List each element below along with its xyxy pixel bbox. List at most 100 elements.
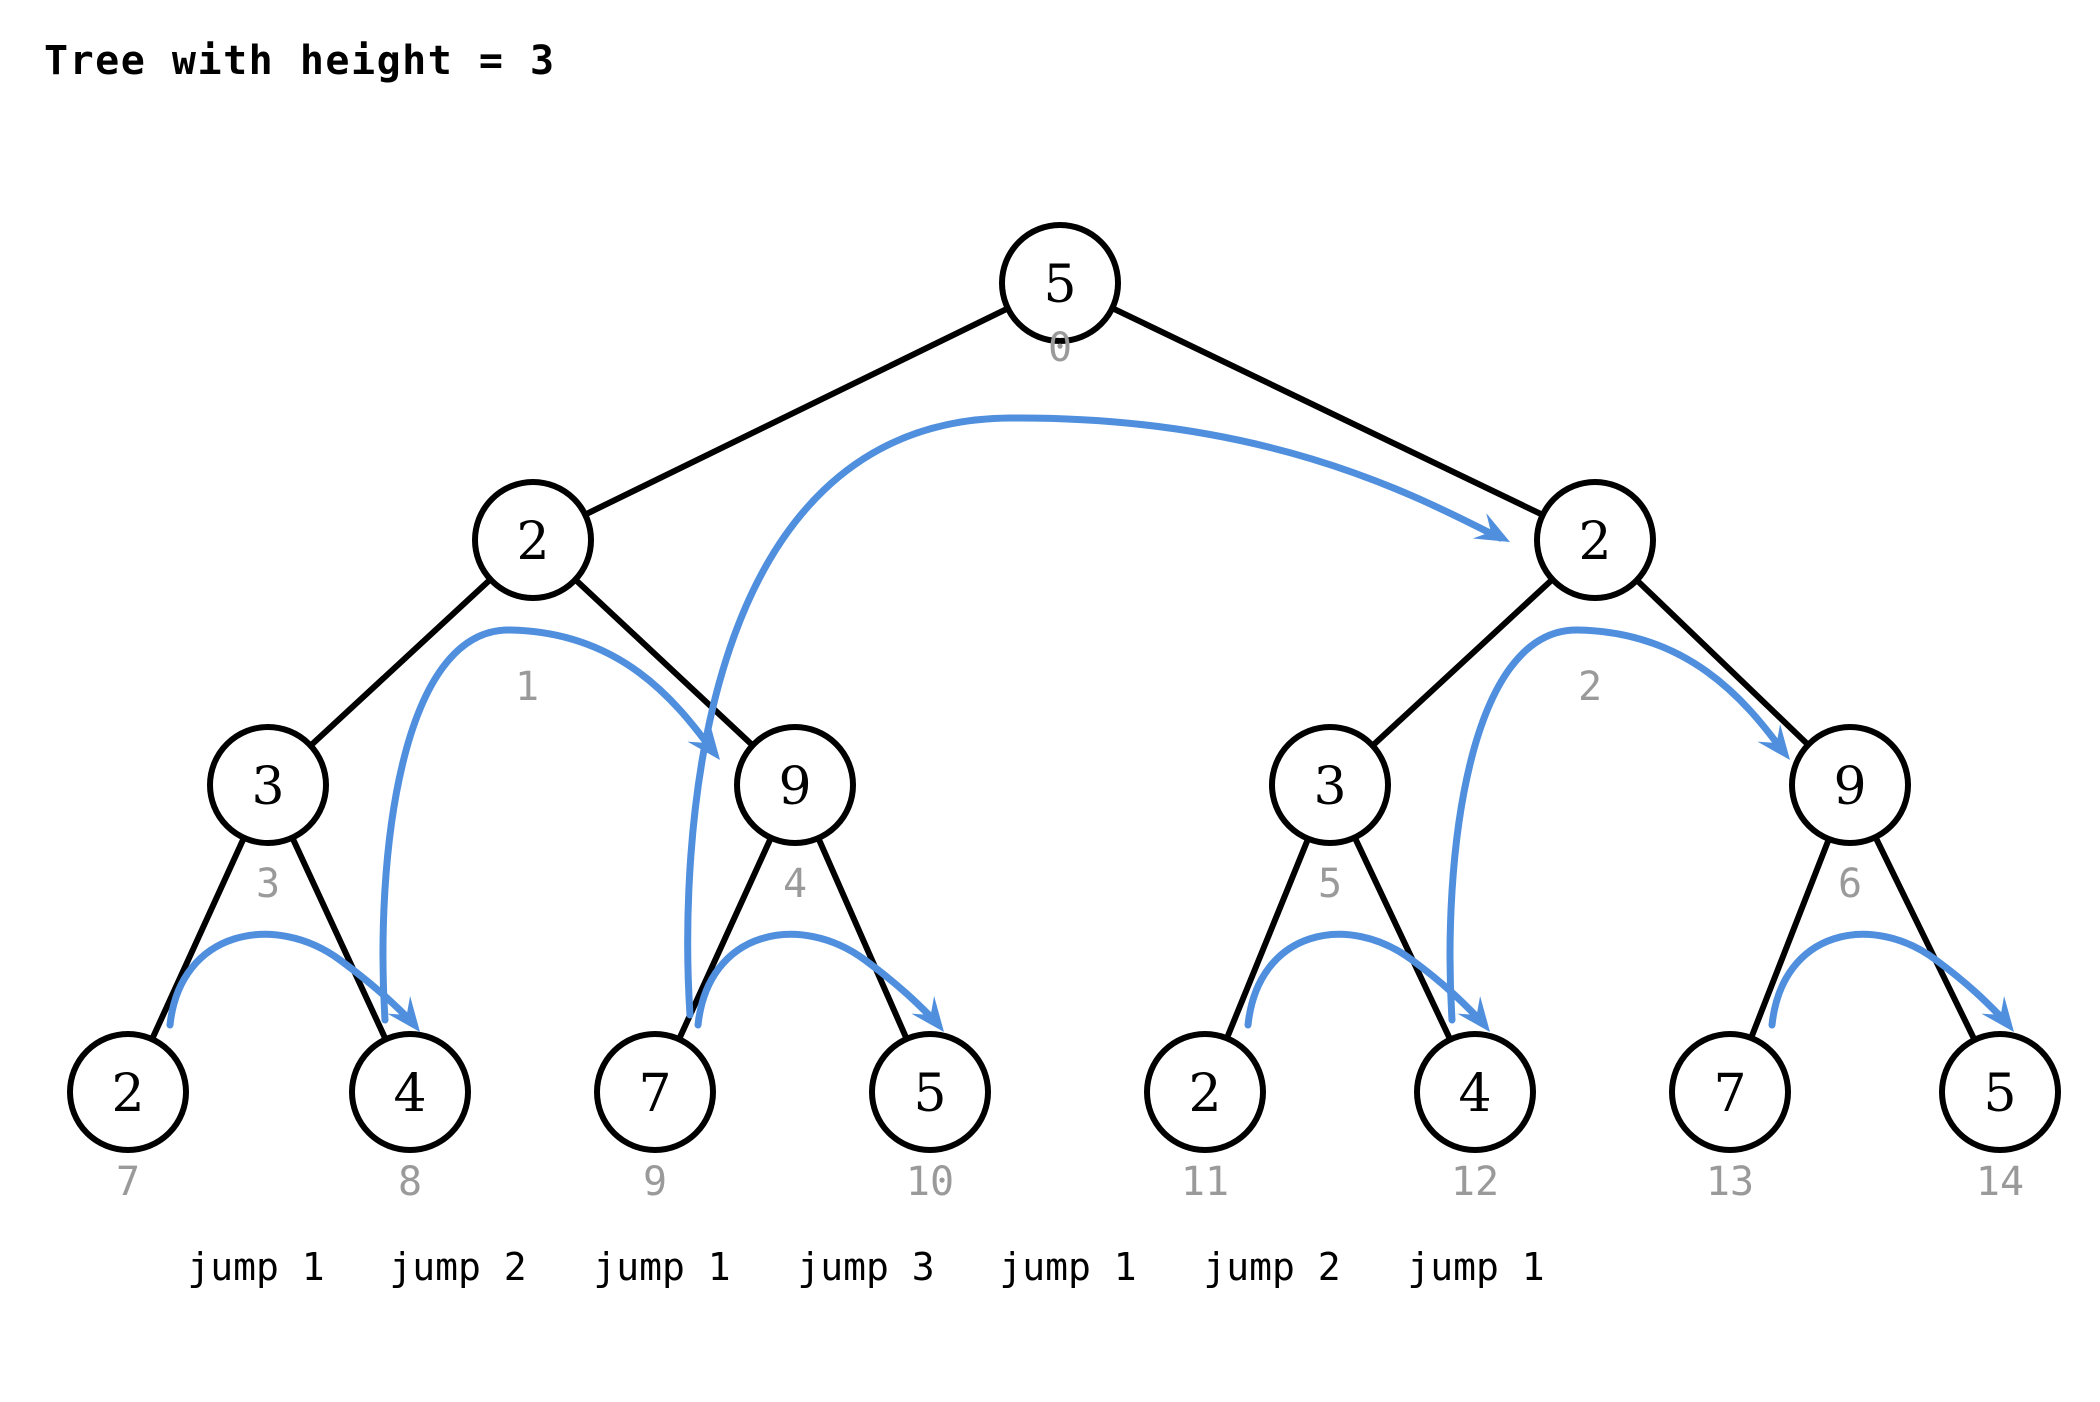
tree-edge [288,833,390,1044]
tree-node[interactable]: 5 [869,1031,991,1153]
node-value-label: 5 [913,1064,946,1124]
node-value-label: 9 [778,757,811,817]
jump-label: jump 2 [1203,1245,1340,1289]
node-index-label: 11 [1181,1159,1229,1205]
tree-edge [1368,575,1557,750]
tree-node[interactable]: 4 [349,1031,471,1153]
jump-arrow-curve [1446,626,1786,1024]
node-circle [1789,724,1911,846]
node-circle [999,222,1121,344]
tree-edge [675,833,775,1044]
node-circle [472,479,594,601]
node-value-label: 4 [1458,1064,1491,1124]
node-circle [349,1031,471,1153]
jump-arrow-head [1757,723,1790,760]
node-circle [1269,724,1391,846]
node-index-label: 5 [1318,861,1342,907]
tree-edge [1223,834,1312,1043]
tree-edge [1633,576,1812,749]
jump-labels-layer: jump 1 jump 2 jump 1 jump 3 jump 1 jump 2 jump… [187,1245,1544,1289]
jump-arrow-head [1981,995,2014,1032]
node-circle [734,724,856,846]
tree-edge [306,575,495,750]
tree-edge [814,834,911,1043]
jump-arrow-head [1472,513,1510,542]
node-index-label: 9 [643,1159,667,1205]
jump-arrow-head [387,995,420,1032]
node-circle [1939,1031,2061,1153]
tree-node[interactable]: 4 [1414,1031,1536,1153]
tree-node[interactable]: 3 [1269,724,1391,846]
node-circle [1534,479,1656,601]
jump-arrow-curve [1244,930,1486,1029]
tree-node[interactable]: 9 [1789,724,1911,846]
node-circle [1669,1031,1791,1153]
tree-node[interactable]: 3 [207,724,329,846]
tree-node[interactable]: 2 [1144,1031,1266,1153]
node-index-label: 12 [1451,1159,1499,1205]
tree-edge [571,575,757,750]
tree-node[interactable]: 2 [472,479,594,601]
tree-edge [1108,304,1547,519]
node-circle [1414,1031,1536,1153]
nodes-layer: 5 2 2 3 9 3 9 2 4 7 5 2 4 7 5 [67,222,2061,1153]
tree-node[interactable]: 5 [999,222,1121,344]
jump-arrow-curve [684,414,1504,1019]
node-index-label: 1 [515,664,539,710]
node-circle [1144,1031,1266,1153]
jump-label: jump 1 [1407,1245,1544,1289]
node-value-label: 9 [1833,757,1866,817]
node-index-label: 7 [116,1159,140,1205]
node-value-label: 2 [1188,1064,1221,1124]
jump-arrow-curve [166,930,416,1029]
node-index-label: 2 [1578,664,1602,710]
tree-node[interactable]: 7 [1669,1031,1791,1153]
node-value-label: 7 [638,1064,671,1124]
tree-node[interactable]: 2 [67,1031,189,1153]
node-value-label: 4 [393,1064,426,1124]
jump-arrow-curve [379,626,716,1024]
jump-label: jump 1 [999,1245,1136,1289]
node-index-label: 4 [783,861,807,907]
jump-label: jump 2 [389,1245,526,1289]
tree-node[interactable]: 2 [1534,479,1656,601]
node-value-label: 3 [251,757,284,817]
jump-arrow-head [1457,995,1490,1032]
page-title: Tree with height = 3 [44,38,556,84]
node-circle [67,1031,189,1153]
jump-label: jump 1 [187,1245,324,1289]
tree-edge [581,304,1012,519]
jump-arrows-layer [166,414,2014,1032]
tree-node[interactable]: 7 [594,1031,716,1153]
tree-edge [1351,833,1454,1044]
jump-arrow-head [687,723,720,760]
node-index-label: 6 [1838,861,1862,907]
node-value-label: 5 [1983,1064,2016,1124]
tree-edge [1747,835,1833,1042]
tree-edge [1872,833,1978,1044]
edges-layer [148,304,1978,1044]
node-value-label: 2 [1578,512,1611,572]
node-value-label: 5 [1043,255,1076,315]
node-circle [869,1031,991,1153]
node-index-label: 8 [398,1159,422,1205]
tree-node[interactable]: 5 [1939,1031,2061,1153]
tree-edge [148,833,248,1044]
jump-label: jump 3 [797,1245,934,1289]
jump-arrow-curve [694,930,940,1029]
node-index-label: 13 [1706,1159,1754,1205]
node-value-label: 2 [111,1064,144,1124]
jump-label: jump 1 [593,1245,730,1289]
node-index-label: 3 [256,861,280,907]
tree-node[interactable]: 9 [734,724,856,846]
jump-arrow-head [911,995,944,1032]
node-circle [594,1031,716,1153]
node-value-label: 3 [1313,757,1346,817]
node-value-label: 2 [516,512,549,572]
node-index-label: 0 [1048,325,1072,371]
jump-arrow-curve [1768,930,2010,1029]
node-value-label: 7 [1713,1064,1746,1124]
